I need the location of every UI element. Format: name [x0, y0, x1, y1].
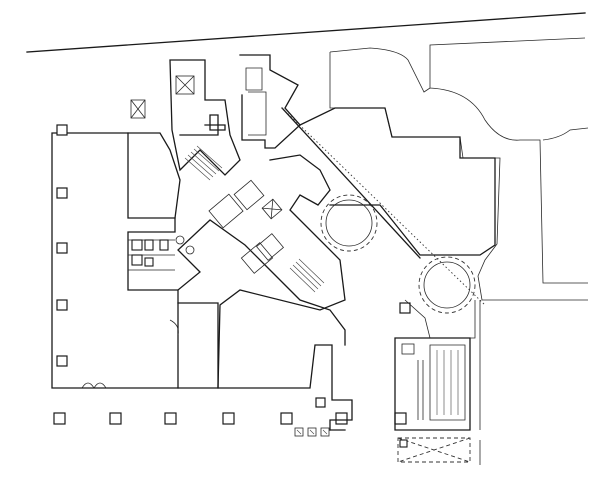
west-wing [51, 124, 219, 389]
column [56, 187, 68, 199]
atrium-circles [320, 194, 476, 314]
central-core [169, 54, 421, 431]
column [56, 124, 68, 136]
column [56, 299, 68, 311]
column [56, 242, 68, 254]
south-columns [53, 302, 411, 425]
loading-dock [394, 337, 471, 463]
landscape-outline [329, 37, 589, 301]
shaft-markers [130, 99, 146, 119]
property-line [26, 12, 586, 53]
restroom [131, 235, 195, 267]
column [56, 355, 68, 367]
elevator-bank [184, 145, 325, 293]
dotted-axis [281, 107, 486, 306]
site-details [294, 397, 346, 437]
east-wing [299, 107, 496, 256]
